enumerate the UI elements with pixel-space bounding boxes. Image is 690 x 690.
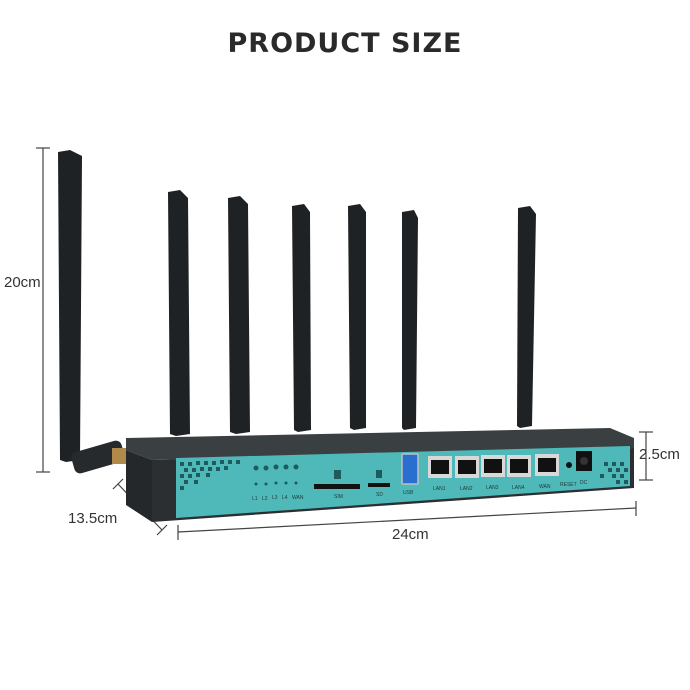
antennas	[58, 150, 536, 474]
lan3-port[interactable]: LAN3	[481, 455, 505, 491]
lan1-port[interactable]: LAN1	[428, 456, 452, 492]
wan-label: WAN	[539, 484, 551, 490]
dc-label: DC	[580, 480, 588, 486]
reset-button[interactable]: RESET	[560, 462, 577, 488]
thickness-dimension-line	[639, 431, 653, 481]
wan-port[interactable]: WAN	[535, 454, 559, 490]
led-indicators: L1 L2 L3 L4 WAN	[252, 464, 304, 502]
thickness-dimension-label: 2.5cm	[639, 446, 680, 463]
lan4-label: LAN4	[512, 485, 525, 491]
led-label-l4: L4	[282, 495, 288, 501]
antenna-6	[402, 210, 418, 430]
lan2-port[interactable]: LAN2	[455, 456, 479, 492]
front-panel: L1 L2 L3 L4 WAN SIM SD USB LA	[176, 446, 630, 518]
lan2-label: LAN2	[460, 486, 473, 492]
page-title: PRODUCT SIZE	[227, 28, 463, 59]
led-label-l3: L3	[272, 495, 278, 501]
usb-label: USB	[403, 490, 414, 496]
sd-slot[interactable]: SD	[368, 470, 390, 498]
antenna-1-joint	[71, 440, 125, 474]
height-dimension-line	[36, 147, 50, 473]
lan4-port[interactable]: LAN4	[507, 455, 531, 491]
dc-power-port[interactable]: DC	[576, 451, 592, 486]
width-dimension-label: 24cm	[392, 526, 429, 543]
usb-port[interactable]: USB	[401, 453, 419, 496]
lan-ports: LAN1 LAN2 LAN3 LAN4	[428, 455, 531, 492]
led-label-l2: L2	[262, 496, 268, 502]
led-label-wan: WAN	[292, 495, 304, 501]
depth-dimension-label: 13.5cm	[68, 510, 118, 527]
sim-slot[interactable]: SIM	[314, 470, 360, 500]
antenna-1-connector	[112, 448, 126, 464]
antenna-4	[292, 204, 311, 432]
reset-label: RESET	[560, 482, 577, 488]
antenna-3	[228, 196, 250, 434]
panel-pattern-right	[600, 462, 628, 484]
antenna-1	[58, 150, 82, 462]
lan1-label: LAN1	[433, 486, 446, 492]
panel-pattern-left	[180, 460, 240, 490]
sd-label: SD	[376, 492, 383, 498]
antenna-7	[517, 206, 536, 428]
width-dimension-line	[177, 501, 637, 540]
antenna-2	[168, 190, 190, 436]
lan3-label: LAN3	[486, 485, 499, 491]
sim-label: SIM	[334, 494, 343, 500]
antenna-5	[348, 204, 366, 430]
power-led	[253, 465, 259, 471]
led-label-l1: L1	[252, 496, 258, 502]
height-dimension-label: 20cm	[4, 274, 41, 291]
